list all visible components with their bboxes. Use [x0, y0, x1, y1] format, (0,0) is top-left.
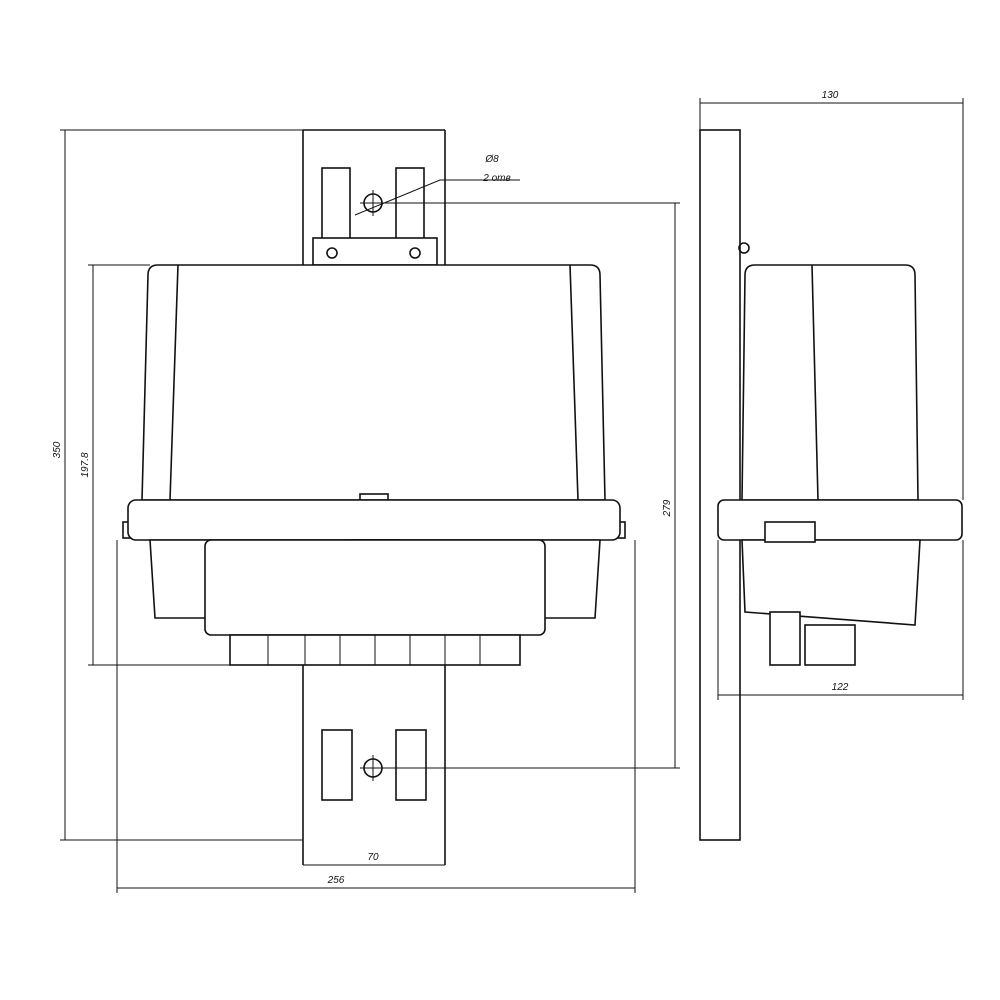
bracket — [312, 237, 438, 266]
dimension-lines — [60, 98, 964, 893]
dim-plate-width: 70 — [367, 852, 379, 863]
side-view — [699, 129, 963, 841]
hole-count-note: 2 отв — [482, 173, 510, 184]
dim-overall-height: 350 — [52, 441, 63, 458]
hole-diameter-note: Ø8 — [484, 154, 499, 165]
dim-overall-width: 256 — [327, 875, 345, 886]
dim-side-body-depth: 122 — [832, 682, 849, 693]
dim-side-depth: 130 — [822, 90, 839, 101]
dim-body-height: 197.8 — [80, 452, 91, 477]
dim-hole-spacing: 279 — [662, 499, 673, 517]
actuator-body-front — [122, 264, 626, 666]
